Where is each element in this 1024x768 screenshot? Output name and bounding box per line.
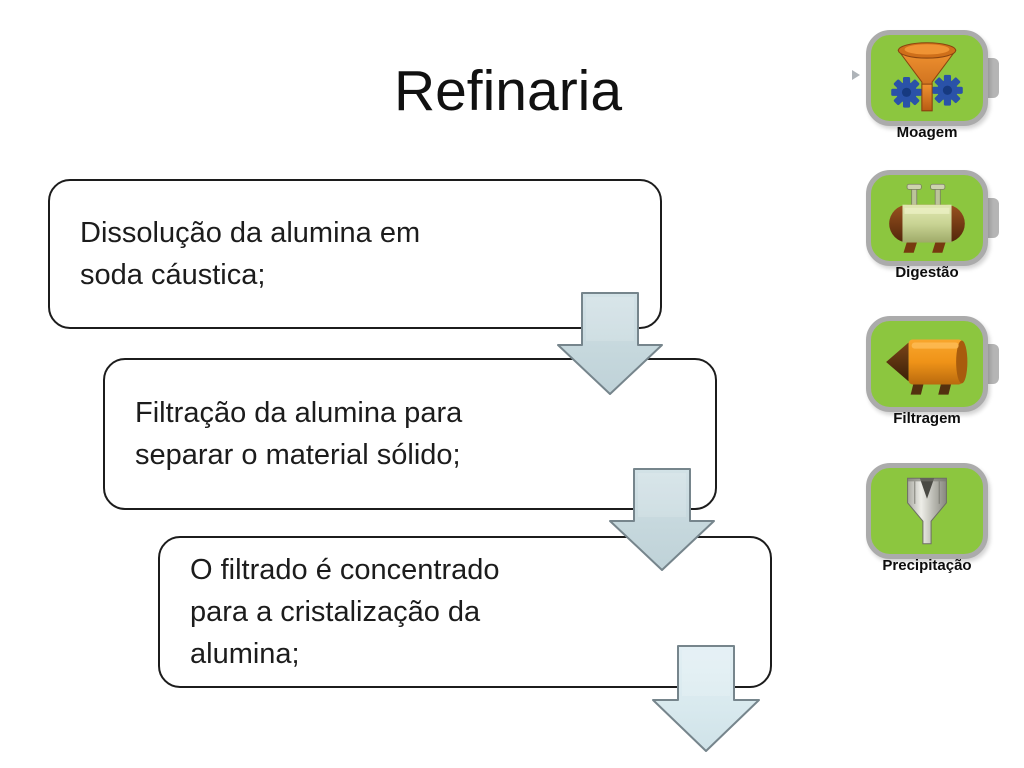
down-arrow-icon bbox=[556, 292, 664, 396]
filtragem-tile bbox=[866, 316, 988, 412]
moagem-tile bbox=[866, 30, 988, 126]
flow-step-dissolution: Dissolução da alumina em soda cáustica; bbox=[48, 179, 662, 329]
legend-item-moagem bbox=[866, 30, 999, 126]
legend-item-digestao bbox=[866, 170, 999, 266]
flow-step-text-line: O filtrado é concentrado bbox=[190, 554, 500, 586]
down-arrow-icon bbox=[608, 468, 716, 572]
connector-arrow-icon bbox=[852, 70, 860, 80]
legend-label-filtragem: Filtragem bbox=[893, 410, 961, 427]
legend-label-precipitacao: Precipitação bbox=[882, 557, 972, 574]
flow-step-text-line: Dissolução da alumina em bbox=[80, 217, 421, 249]
precipitator-vessel-icon bbox=[907, 477, 947, 545]
legend-item-filtragem bbox=[866, 316, 999, 412]
flow-step-text-line: para a cristalização da bbox=[190, 596, 481, 628]
down-arrow-icon bbox=[651, 645, 761, 753]
legend-label-moagem: Moagem bbox=[896, 124, 958, 141]
flow-step-text-line: soda cáustica; bbox=[80, 259, 266, 291]
flow-step-text-line: separar o material sólido; bbox=[135, 439, 461, 471]
legend-label-digestao: Digestão bbox=[895, 264, 959, 281]
flow-step-text-line: Filtração da alumina para bbox=[135, 397, 463, 429]
legend-item-precipitacao bbox=[866, 463, 988, 559]
digestao-tile bbox=[866, 170, 988, 266]
page-title: Refinaria bbox=[393, 59, 623, 123]
digester-tank-icon bbox=[889, 183, 965, 253]
flow-step-text-line: alumina; bbox=[190, 638, 300, 670]
filter-cylinder-icon bbox=[886, 339, 968, 395]
funnel-and-gears-icon bbox=[891, 42, 963, 112]
precipitacao-tile bbox=[866, 463, 988, 559]
